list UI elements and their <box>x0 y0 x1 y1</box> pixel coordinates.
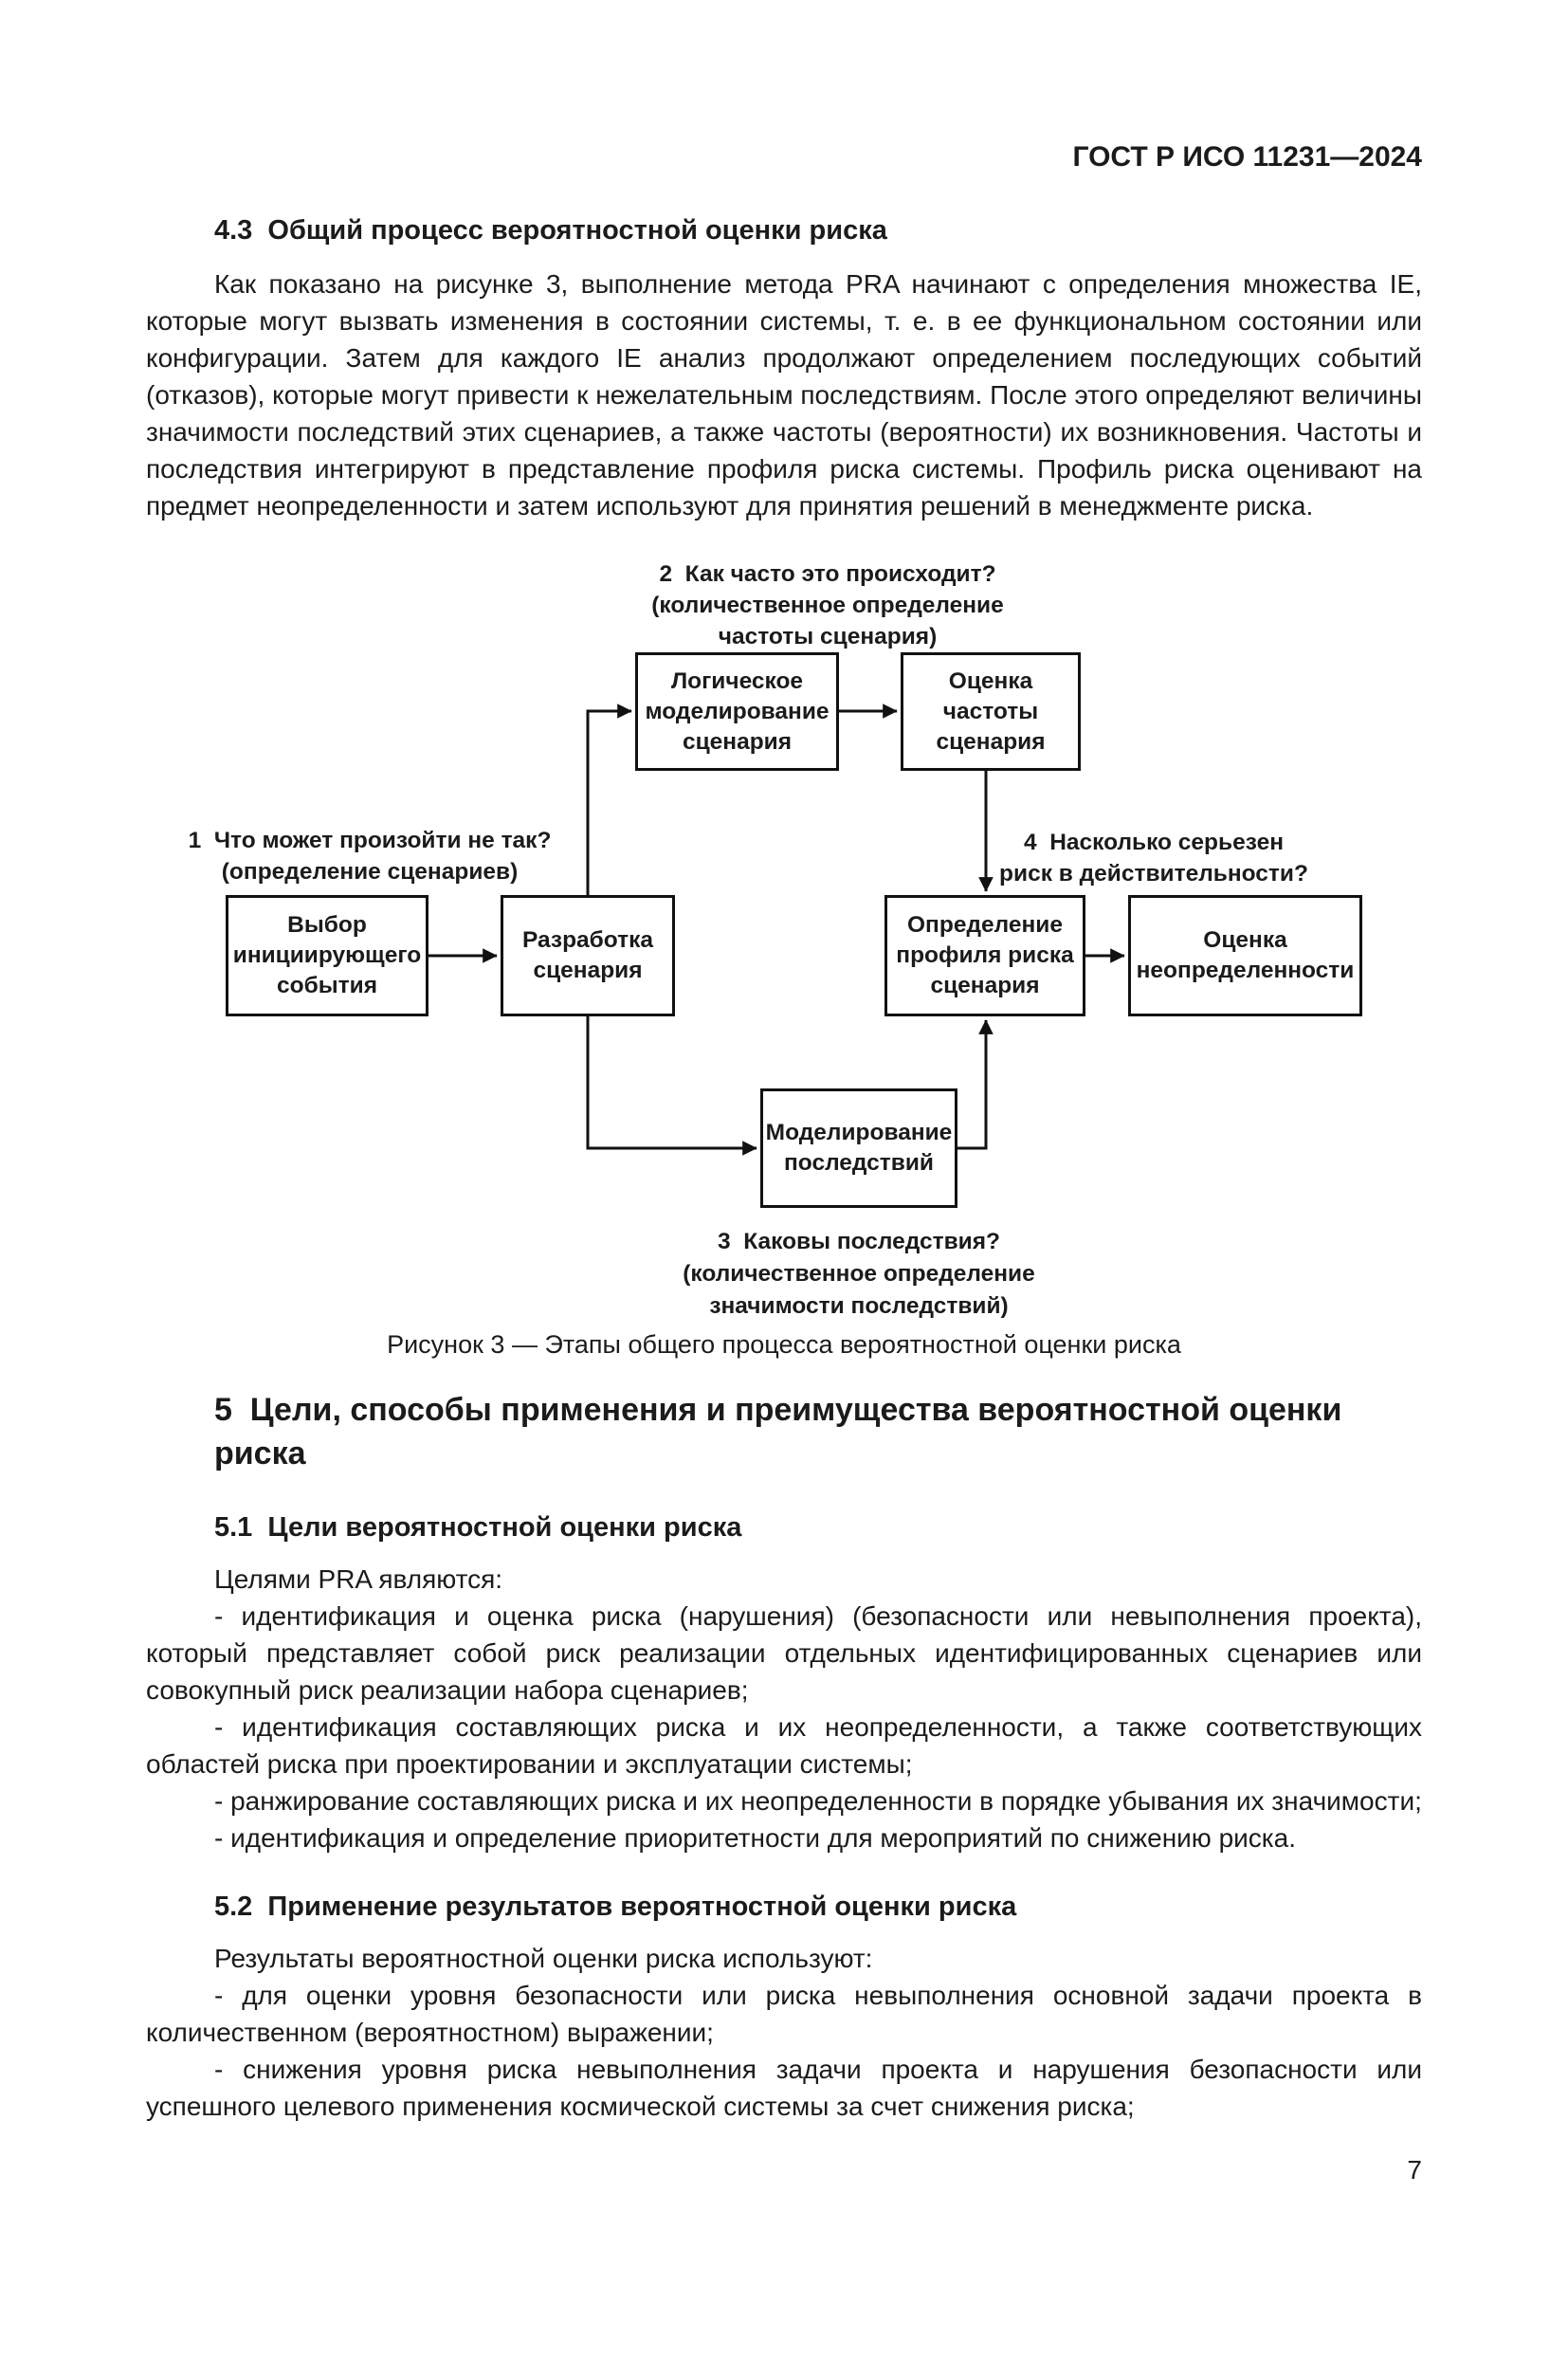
flowchart-question-4: 4 Насколько серьезен риск в действительн… <box>999 830 1308 887</box>
list-item: - ранжирование составляющих риска и их н… <box>214 1786 1422 1816</box>
page-number: 7 <box>1407 2155 1422 2184</box>
flowchart-node-uncertainty-evaluation: Оценка неопределенности <box>1128 895 1362 1016</box>
figure-3-flowchart: 2 Как часто это происходит? (количествен… <box>0 553 1568 1363</box>
flowchart-node-consequence-modeling: Моделирование последствий <box>760 1088 957 1208</box>
list-item: - идентификация и определение приоритетн… <box>214 1823 1296 1853</box>
section-5-2-heading: 5.2 Применение результатов вероятностной… <box>214 1892 1017 1922</box>
flowchart-arrows <box>428 704 1125 1156</box>
flowchart-node-initiating-event: Выбор инициирующего события <box>226 895 428 1016</box>
flowchart-question-3: 3 Каковы последствия? (количественное оп… <box>683 1229 1035 1319</box>
list-item: - идентификация составляющих риска и их … <box>146 1712 1422 1779</box>
flowchart-node-frequency-evaluation: Оценка частоты сценария <box>901 652 1081 771</box>
flowchart-node-label: Определение профиля риска сценария <box>896 912 1074 998</box>
flowchart-node-label: Оценка неопределенности <box>1136 927 1355 983</box>
figure-3-caption: Рисунок 3 — Этапы общего процесса вероят… <box>387 1330 1181 1359</box>
section-5-2-intro: Результаты вероятностной оценки риска ис… <box>214 1944 873 1973</box>
section-5-1-heading: 5.1 Цели вероятностной оценки риска <box>214 1512 742 1543</box>
section-5-heading: 5 Цели, способы применения и преимуществ… <box>214 1392 1351 1471</box>
flowchart-question-1: 1 Что может произойти не так? (определен… <box>188 828 552 885</box>
flowchart-node-label: Моделирование последствий <box>765 1120 953 1176</box>
flowchart-question-2: 2 Как часто это происходит? (количествен… <box>651 561 1004 649</box>
flowchart-node-risk-profile: Определение профиля риска сценария <box>884 895 1085 1016</box>
flowchart-node-label: Оценка частоты сценария <box>936 667 1046 755</box>
section-5-2-body: Результаты вероятностной оценки риска ис… <box>146 1940 1422 2125</box>
document-page: ГОСТ Р ИСО 11231—2024 4.3 Общий процесс … <box>0 140 1568 2187</box>
flowchart-node-label: Разработка сценария <box>521 927 654 983</box>
list-item: - для оценки уровня безопасности или рис… <box>146 1981 1422 2047</box>
document-header: ГОСТ Р ИСО 11231—2024 <box>1072 141 1422 173</box>
flowchart-node-scenario-development: Разработка сценария <box>501 895 675 1016</box>
flowchart-node-label: Логическое моделирование сценария <box>645 667 830 755</box>
section-5-1-body: Целями PRA являются: - идентификация и о… <box>146 1561 1422 1856</box>
section-5-1-intro: Целями PRA являются: <box>214 1564 503 1594</box>
flowchart-node-label: Выбор инициирующего события <box>232 912 422 998</box>
list-item: - снижения уровня риска невыполнения зад… <box>146 2055 1422 2121</box>
section-4-3-heading: 4.3 Общий процесс вероятностной оценки р… <box>214 215 887 246</box>
list-item: - идентификация и оценка риска (нарушени… <box>146 1601 1422 1705</box>
flowchart-node-logic-modeling: Логическое моделирование сценария <box>635 652 839 771</box>
section-4-3-paragraph: Как показано на рисунке 3, выполнение ме… <box>146 269 1422 521</box>
